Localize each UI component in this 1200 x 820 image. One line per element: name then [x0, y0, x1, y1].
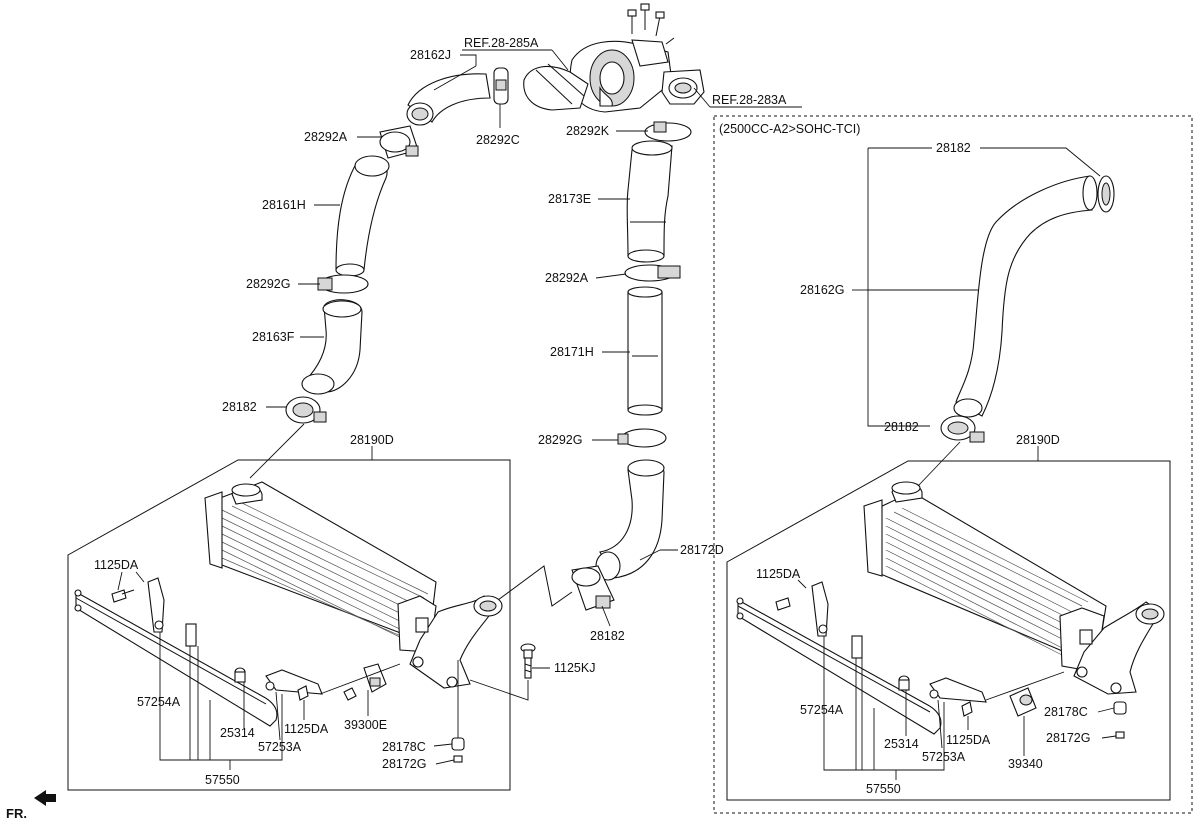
mount-28178c-right	[1113, 701, 1127, 715]
variant-label: (2500CC-A2>SOHC-TCI)	[719, 122, 860, 136]
label-28162g: 28162G	[800, 283, 844, 297]
label-28172g-right: 28172G	[1046, 731, 1090, 745]
label-28190d-left: 28190D	[350, 433, 394, 447]
label-28178c-right: 28178C	[1044, 705, 1088, 719]
bracket-57254a-left	[147, 577, 165, 633]
label-28292c-left: 28292C	[476, 133, 520, 147]
label-28173e: 28173E	[548, 192, 591, 206]
label-1125da-right-2: 1125DA	[946, 733, 991, 747]
pipe-28171h	[627, 286, 663, 416]
label-28172d: 28172D	[680, 543, 724, 557]
label-1125da-left-2: 1125DA	[284, 722, 329, 736]
clamp-28182-right-low	[940, 415, 985, 443]
hose-28163f	[301, 299, 363, 395]
ref-label-283a: REF.28-283A	[712, 93, 787, 107]
clamp-28292k	[644, 121, 692, 142]
bolt-1125da-right	[775, 597, 791, 611]
bracket-57253a-left	[265, 669, 323, 695]
label-28292k: 28292K	[566, 124, 610, 138]
bolt-1125da-right-2	[961, 701, 973, 717]
label-39340: 39340	[1008, 757, 1043, 771]
label-28292a-mid: 28292A	[545, 271, 589, 285]
clamp-28292a-left	[379, 125, 419, 159]
bolt-1125da-left	[111, 589, 135, 603]
label-28182-left: 28182	[222, 400, 257, 414]
right-assembly-frame	[726, 460, 1171, 801]
hose-28162j	[406, 73, 491, 126]
label-1125da-left: 1125DA	[94, 558, 139, 572]
clamp-28292c	[493, 67, 509, 105]
label-28162j: 28162J	[410, 48, 451, 62]
label-28172g-left: 28172G	[382, 757, 426, 771]
front-direction-label: FR.	[6, 806, 27, 820]
label-57254a-left: 57254A	[137, 695, 181, 709]
label-28292g-mid: 28292G	[538, 433, 582, 447]
label-57550-right: 57550	[866, 782, 901, 796]
grommet-25314-left	[234, 667, 246, 683]
clip-left	[185, 623, 197, 647]
clamp-28292g-mid	[617, 428, 667, 448]
sensor-39340	[1009, 687, 1037, 717]
clamp-28292a-mid	[624, 264, 681, 282]
hose-28161h	[335, 155, 390, 277]
clamp-28292g-left	[317, 274, 369, 294]
bolt-1125kj	[520, 643, 536, 679]
turbocharger-assembly	[523, 3, 675, 113]
label-28190d-right: 28190D	[1016, 433, 1060, 447]
label-39300e: 39300E	[344, 718, 387, 732]
label-57550-left: 57550	[205, 773, 240, 787]
bolt-28172g-right	[1115, 731, 1125, 739]
intercooler-28190d-left	[204, 481, 503, 689]
label-28171h: 28171H	[550, 345, 594, 359]
label-28161h: 28161H	[262, 198, 306, 212]
bolt-28172g-left	[453, 755, 463, 763]
label-28163f: 28163F	[252, 330, 295, 344]
label-25314-left: 25314	[220, 726, 255, 740]
bracket-57253a-right	[929, 677, 987, 703]
front-direction-arrow-icon	[34, 790, 56, 806]
sensor-39300e	[343, 663, 387, 701]
clamp-28182-right-top	[1097, 175, 1115, 213]
mount-28178c-left	[451, 737, 465, 751]
bracket-57254a-right	[811, 581, 829, 637]
left-assembly-frame	[67, 459, 511, 791]
bolt-1125da-left-2	[297, 685, 309, 701]
label-1125kj: 1125KJ	[554, 661, 595, 675]
label-57254a-right: 57254A	[800, 703, 844, 717]
intercooler-28190d-right	[863, 481, 1165, 695]
label-28292a-left: 28292A	[304, 130, 348, 144]
hose-28162g	[953, 175, 1098, 418]
label-25314-right: 25314	[884, 737, 919, 751]
hose-28173e	[626, 140, 673, 263]
clip-right	[851, 635, 863, 659]
label-28182-mid: 28182	[590, 629, 625, 643]
label-28182-right-top: 28182	[936, 141, 971, 155]
clamp-28182-left	[285, 396, 327, 424]
label-28182-right-low: 28182	[884, 420, 919, 434]
leader-lines	[117, 54, 1117, 780]
ref-label-285a: REF.28-285A	[464, 36, 539, 50]
label-28178c-left: 28178C	[382, 740, 426, 754]
bar-57550-left	[74, 589, 278, 727]
hose-28172d	[595, 459, 665, 581]
label-28292g-left: 28292G	[246, 277, 290, 291]
turbo-outlet-flange	[661, 69, 705, 105]
grommet-25314-right	[898, 675, 910, 691]
label-1125da-right: 1125DA	[756, 567, 801, 581]
label-57253a-right: 57253A	[922, 750, 966, 764]
label-57253a-left: 57253A	[258, 740, 302, 754]
